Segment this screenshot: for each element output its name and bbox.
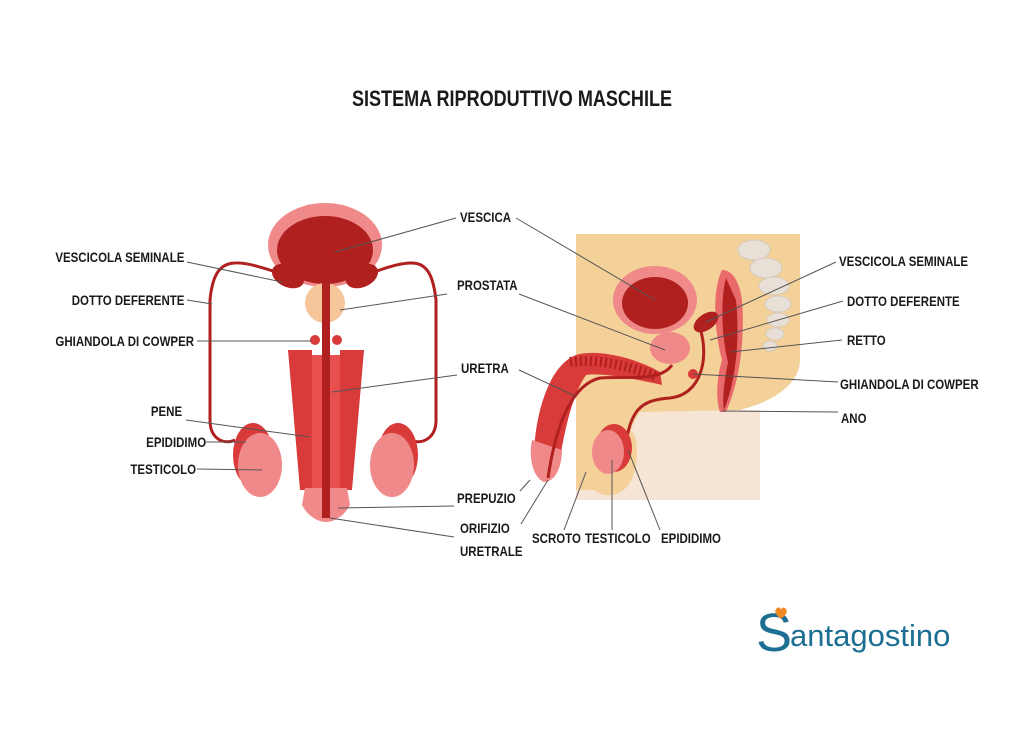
label-side-retto: RETTO bbox=[847, 332, 886, 348]
front-penis-right bbox=[338, 350, 364, 490]
logo-text: antagostino bbox=[790, 618, 951, 653]
side-urethra bbox=[546, 364, 674, 479]
side-vas-deferens bbox=[623, 327, 706, 451]
label-front-ghiandola-cowper: GHIANDOLA DI COWPER bbox=[55, 333, 194, 349]
front-seminal-vesicle-left bbox=[271, 263, 305, 289]
front-bladder-inner bbox=[277, 216, 373, 284]
front-vas-deferens-left bbox=[208, 261, 301, 444]
side-prostate bbox=[650, 332, 690, 364]
side-spine bbox=[737, 239, 792, 352]
label-uretra: URETRA bbox=[461, 360, 509, 376]
label-side-epididimo: EPIDIDIMO bbox=[661, 530, 721, 546]
label-uretrale: URETRALE bbox=[460, 543, 523, 559]
page-title: SISTEMA RIPRODUTTIVO MASCHILE bbox=[351, 86, 673, 111]
label-orifizio: ORIFIZIO bbox=[460, 520, 510, 536]
label-prostata: PROSTATA bbox=[457, 277, 518, 293]
label-side-ano: ANO bbox=[841, 410, 867, 426]
label-front-epididimo: EPIDIDIMO bbox=[146, 434, 206, 450]
label-prepuzio: PREPUZIO bbox=[457, 490, 516, 506]
side-penis bbox=[534, 352, 662, 458]
label-side-testicolo: TESTICOLO bbox=[585, 530, 651, 546]
label-side-vescicola-seminale: VESCICOLA SEMINALE bbox=[839, 253, 969, 269]
label-front-vescicola-seminale: VESCICOLA SEMINALE bbox=[54, 249, 184, 265]
label-side-ghiandola-cowper: GHIANDOLA DI COWPER bbox=[840, 376, 979, 392]
front-vas-deferens-right bbox=[349, 261, 438, 444]
front-seminal-vesicle-right bbox=[345, 263, 379, 289]
side-view bbox=[329, 217, 844, 538]
front-penis-left bbox=[288, 350, 314, 490]
label-side-dotto-deferente: DOTTO DEFERENTE bbox=[847, 293, 960, 309]
label-side-scroto: SCROTO bbox=[532, 530, 581, 546]
front-testicle-left bbox=[238, 433, 282, 497]
label-front-dotto-deferente: DOTTO DEFERENTE bbox=[71, 292, 184, 308]
label-front-pene: PENE bbox=[150, 403, 182, 419]
label-front-testicolo: TESTICOLO bbox=[130, 461, 196, 477]
side-rectum-inner bbox=[722, 278, 738, 410]
front-view bbox=[185, 203, 438, 522]
heart-icon bbox=[775, 607, 787, 619]
side-bladder-inner bbox=[622, 277, 688, 329]
logo-first-letter: S bbox=[756, 603, 793, 663]
front-testicle-right bbox=[370, 433, 414, 497]
label-vescica: VESCICA bbox=[460, 209, 512, 225]
front-cowper-left bbox=[310, 335, 320, 345]
santagostino-logo: S antagostino bbox=[756, 604, 950, 660]
side-testicle bbox=[592, 430, 624, 474]
front-cowper-right bbox=[332, 335, 342, 345]
front-urethra bbox=[322, 280, 330, 518]
